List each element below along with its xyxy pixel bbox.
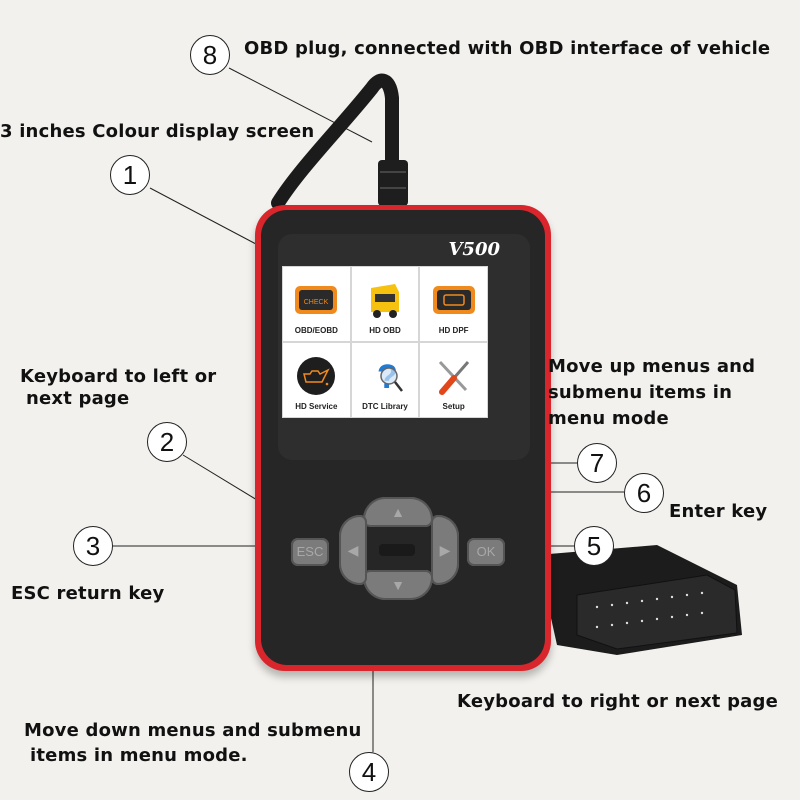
callout-number-1: 1 [110,155,150,195]
label-obd-plug: OBD plug, connected with OBD interface o… [244,38,771,59]
menu-item-hd-obd[interactable]: HD OBD [351,267,419,341]
esc-key[interactable]: ESC [291,538,329,566]
label-display-screen: 3 inches Colour display screen [0,121,315,142]
obd-connector [537,545,742,655]
menu-item-setup[interactable]: Setup [420,343,487,417]
display-screen: CHECK OBD/EOBD HD OBD HD DPF [282,266,488,418]
obd-scanner-device: V500 CHECK OBD/EOBD HD OBD [255,205,551,671]
device-face: V500 CHECK OBD/EOBD HD OBD [261,210,545,665]
label-right-key: Keyboard to right or next page [457,691,778,712]
label-enter-key: Enter key [669,501,768,522]
dpf-filter-icon [431,280,477,320]
callout-number-3: 3 [73,526,113,566]
ok-key[interactable]: OK [467,538,505,566]
menu-item-hd-service[interactable]: HD Service [283,343,350,417]
callout-number-2: 2 [147,422,187,462]
tools-icon [431,356,477,396]
menu-item-obd-eobd[interactable]: CHECK OBD/EOBD [283,267,350,341]
menu-item-hd-dpf[interactable]: HD DPF [420,267,487,341]
center-slot [379,544,415,556]
callout-number-6: 6 [624,473,664,513]
label-up-key: Move up menus and submenu items in menu … [548,356,756,429]
model-label: V500 [448,239,500,260]
svg-text:CHECK: CHECK [304,299,329,306]
callout-number-7: 7 [577,443,617,483]
label-down-key: Move down menus and submenu items in men… [24,720,362,766]
left-arrow-key[interactable]: ◀ [339,515,367,585]
down-arrow-key[interactable]: ▼ [363,570,433,600]
callout-number-4: 4 [349,752,389,792]
question-magnifier-icon: ? [362,356,408,396]
callout-number-8: 8 [190,35,230,75]
label-esc-key: ESC return key [11,583,165,604]
obd-cable [271,73,408,210]
oil-can-icon [293,356,339,396]
up-arrow-key[interactable]: ▲ [363,497,433,527]
label-left-key: Keyboard to left or next page [20,366,217,409]
callout-number-5: 5 [574,526,614,566]
check-engine-icon: CHECK [293,280,339,320]
screen-bezel: V500 CHECK OBD/EOBD HD OBD [278,234,530,460]
truck-icon [362,280,408,320]
right-arrow-key[interactable]: ▶ [431,515,459,585]
menu-item-dtc-library[interactable]: ? DTC Library [351,343,419,417]
